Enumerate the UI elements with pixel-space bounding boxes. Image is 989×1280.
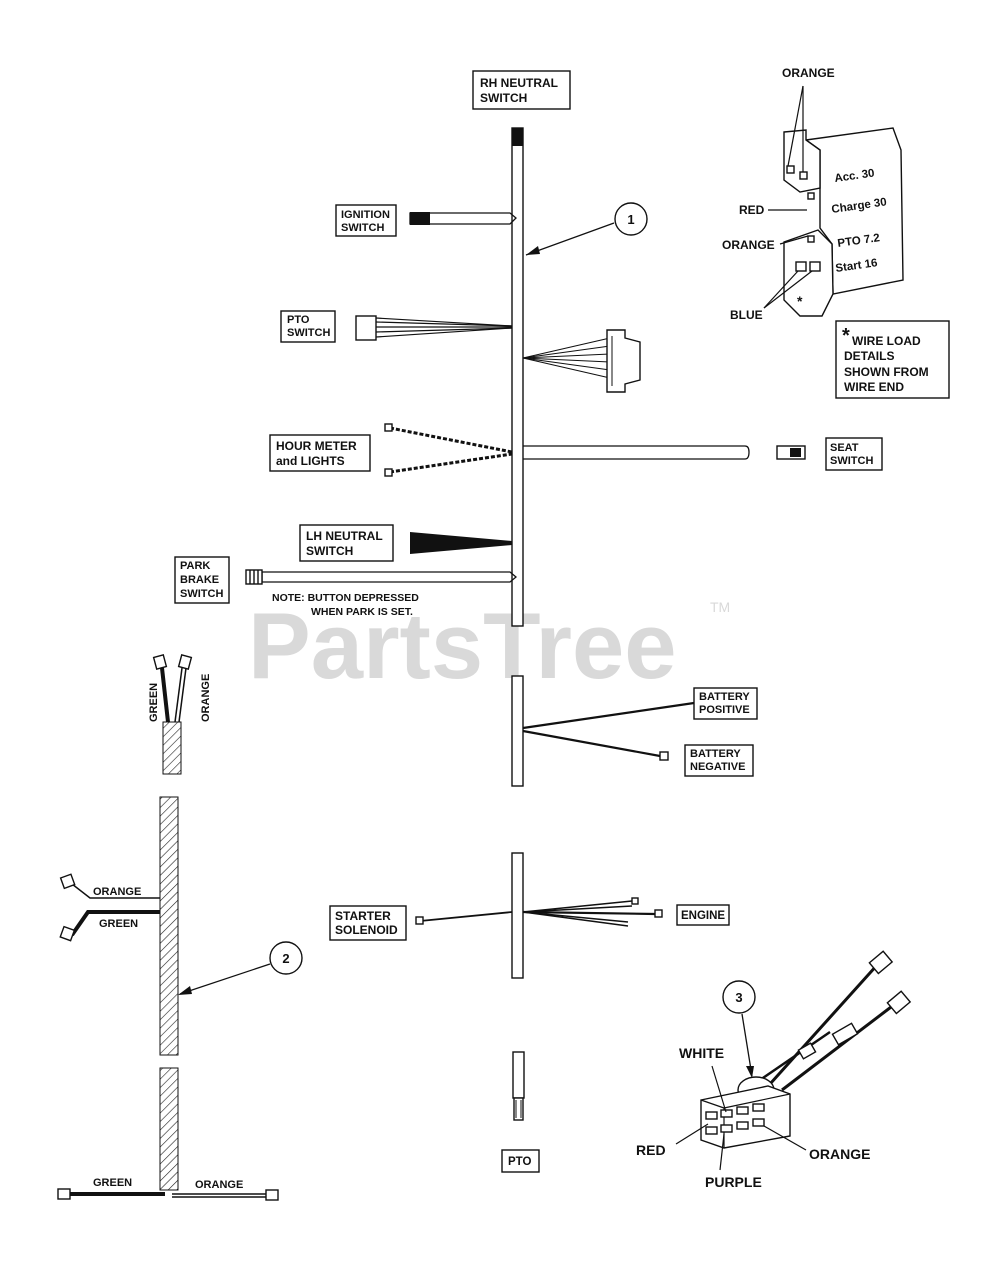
svg-text:RH NEUTRAL: RH NEUTRAL	[480, 76, 558, 90]
ignition-switch-branch: IGNITION SWITCH	[335, 204, 517, 237]
svg-text:POSITIVE: POSITIVE	[699, 704, 750, 716]
pto-switch-branch: PTO SWITCH	[280, 310, 513, 343]
svg-text:PTO: PTO	[287, 314, 310, 326]
svg-text:SWITCH: SWITCH	[341, 222, 384, 234]
svg-text:SOLENOID: SOLENOID	[335, 923, 398, 937]
svg-text:BATTERY: BATTERY	[690, 748, 741, 760]
part-3-connector: 3 WHITE RED PURPLE ORANGE	[636, 950, 912, 1190]
svg-text:Start 16: Start 16	[835, 257, 878, 275]
svg-text:PTO 7.2: PTO 7.2	[837, 232, 881, 250]
svg-text:BATTERY: BATTERY	[699, 691, 750, 703]
svg-text:DETAILS: DETAILS	[844, 349, 894, 363]
callout-2: 2	[178, 941, 303, 995]
svg-text:ORANGE: ORANGE	[200, 674, 212, 722]
svg-text:SWITCH: SWITCH	[306, 544, 353, 558]
svg-text:NEGATIVE: NEGATIVE	[690, 761, 745, 773]
starter-engine-section: STARTER SOLENOID ENGINE	[329, 852, 730, 979]
svg-text:SHOWN FROM: SHOWN FROM	[844, 365, 929, 379]
svg-text:1: 1	[627, 212, 634, 227]
svg-text:*: *	[797, 293, 803, 309]
svg-text:ORANGE: ORANGE	[722, 238, 775, 252]
svg-text:ENGINE: ENGINE	[681, 910, 725, 922]
svg-text:*: *	[842, 325, 850, 347]
watermark-text: PartsTree	[248, 593, 677, 698]
svg-text:STARTER: STARTER	[335, 909, 391, 923]
svg-text:GREEN: GREEN	[93, 1177, 132, 1189]
svg-text:ORANGE: ORANGE	[809, 1146, 870, 1162]
battery-cable-section: BATTERY POSITIVE BATTERY NEGATIVE	[511, 675, 758, 787]
svg-text:ORANGE: ORANGE	[782, 66, 835, 80]
svg-text:SWITCH: SWITCH	[287, 327, 330, 339]
park-note-line-1: NOTE: BUTTON DEPRESSED	[272, 592, 419, 604]
svg-text:SEAT: SEAT	[830, 442, 859, 454]
pto-lead: PTO	[501, 1051, 540, 1173]
harness-1-trunk	[511, 127, 524, 627]
callout-1: 1	[525, 202, 648, 256]
park-note-line-2: WHEN PARK IS SET.	[311, 606, 413, 618]
svg-text:PURPLE: PURPLE	[705, 1174, 762, 1190]
svg-text:RED: RED	[739, 203, 765, 217]
svg-text:BLUE: BLUE	[730, 308, 763, 322]
svg-text:SWITCH: SWITCH	[180, 588, 223, 600]
svg-text:SWITCH: SWITCH	[830, 455, 873, 467]
watermark-tm: TM	[710, 599, 730, 615]
svg-text:and LIGHTS: and LIGHTS	[276, 454, 345, 468]
svg-text:HOUR METER: HOUR METER	[276, 439, 357, 453]
svg-text:PTO: PTO	[508, 1156, 531, 1168]
connector-load-detail: Acc. 30 Charge 30 PTO 7.2 Start 16 * ORA…	[722, 66, 950, 399]
harness-2: GREEN ORANGE ORANGE GREEN GREEN ORANGE	[57, 654, 279, 1201]
svg-text:3: 3	[735, 990, 742, 1005]
svg-text:GREEN: GREEN	[99, 918, 138, 930]
svg-text:Acc. 30: Acc. 30	[834, 167, 876, 184]
svg-text:RED: RED	[636, 1142, 666, 1158]
svg-text:2: 2	[282, 951, 289, 966]
svg-text:SWITCH: SWITCH	[480, 91, 527, 105]
main-multi-connector	[522, 329, 641, 393]
svg-text:ORANGE: ORANGE	[93, 886, 141, 898]
svg-text:LH NEUTRAL: LH NEUTRAL	[306, 529, 383, 543]
svg-text:ORANGE: ORANGE	[195, 1179, 243, 1191]
park-brake-switch-branch: PARK BRAKE SWITCH NOTE: BUTTON DEPRESSED…	[174, 556, 518, 618]
hour-meter-lights-branch: HOUR METER and LIGHTS	[269, 423, 513, 477]
svg-text:BRAKE: BRAKE	[180, 574, 219, 586]
seat-switch-branch: SEAT SWITCH	[523, 437, 883, 471]
svg-text:WHITE: WHITE	[679, 1045, 724, 1061]
svg-text:GREEN: GREEN	[148, 683, 160, 722]
svg-text:IGNITION: IGNITION	[341, 209, 390, 221]
svg-text:WIRE END: WIRE END	[844, 380, 904, 394]
svg-text:WIRE LOAD: WIRE LOAD	[852, 334, 921, 348]
lh-neutral-switch-branch: LH NEUTRAL SWITCH	[299, 524, 512, 562]
rh-neutral-switch-label: RH NEUTRAL SWITCH	[472, 70, 571, 110]
svg-text:PARK: PARK	[180, 560, 210, 572]
